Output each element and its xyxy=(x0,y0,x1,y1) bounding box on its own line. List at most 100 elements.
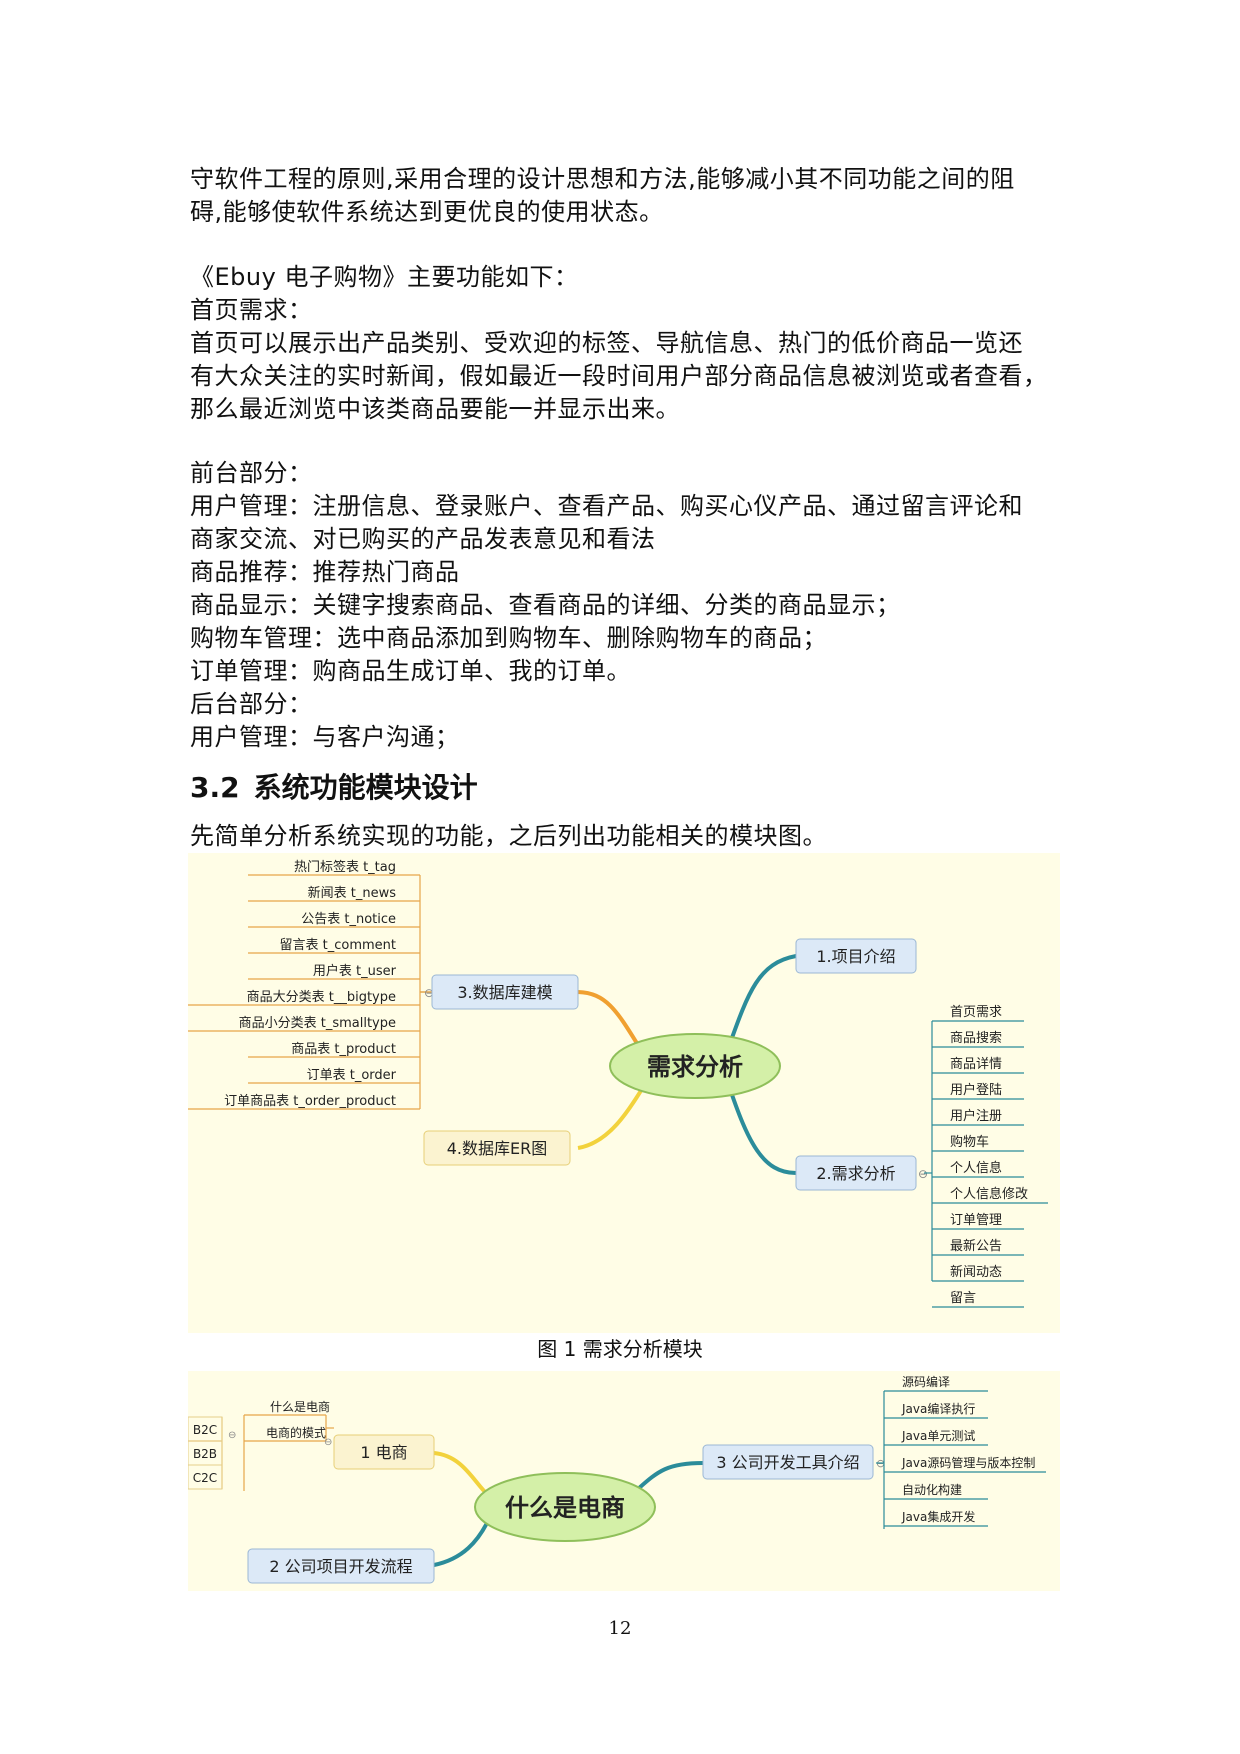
connector-intro xyxy=(726,954,797,1050)
db-table-label: 订单商品表 t_order_product xyxy=(224,1094,396,1109)
tool-item[interactable]: 自动化构建 xyxy=(884,1482,988,1500)
db-table-label: 用户表 t_user xyxy=(313,963,397,979)
requirement-label: 最新公告 xyxy=(950,1238,1002,1254)
mode-list: 什么是电商 电商的模式 ⊖ B2C B2B C2C ⊖ xyxy=(188,1399,334,1491)
text-line: 后台部分： xyxy=(190,690,313,718)
requirement-item[interactable]: 个人信息修改 xyxy=(932,1186,1048,1204)
tool-label: 自动化构建 xyxy=(902,1482,962,1497)
paragraph-intro: 守软件工程的原则,采用合理的设计思想和方法,能够减小其不同功能之间的阻 碍,能够… xyxy=(190,163,1070,229)
requirement-item[interactable]: 个人信息 xyxy=(932,1160,1024,1178)
section-title: 系统功能模块设计 xyxy=(253,771,478,804)
collapse-icon: ⊖ xyxy=(918,1167,928,1181)
requirement-item[interactable]: 最新公告 xyxy=(932,1238,1024,1256)
tool-item[interactable]: Java源码管理与版本控制 xyxy=(884,1455,1046,1473)
text-line: 用户管理：与客户沟通； xyxy=(190,723,460,751)
mode-item[interactable]: B2B xyxy=(188,1440,223,1466)
branch-project-intro[interactable]: 1.项目介绍 xyxy=(795,938,917,974)
center-node-label: 什么是电商 xyxy=(505,1494,625,1522)
tool-label: Java单元测试 xyxy=(901,1428,975,1443)
requirement-item[interactable]: 用户注册 xyxy=(932,1108,1024,1126)
text-line: 商品推荐：推荐热门商品 xyxy=(190,558,460,586)
text-line: 前台部分： xyxy=(190,459,313,487)
text-line: 先简单分析系统实现的功能，之后列出功能相关的模块图。 xyxy=(190,822,827,850)
db-table-item: 用户表 t_user xyxy=(248,963,420,980)
center-node[interactable]: 什么是电商 xyxy=(474,1472,656,1542)
mindmap-2-svg: 什么是电商 电商的模式 ⊖ B2C B2B C2C ⊖ 1 电商 2 公司项目开… xyxy=(188,1374,1046,1584)
requirement-item[interactable]: 用户登陆 xyxy=(932,1082,1024,1100)
mindmap-figure-2: 什么是电商 电商的模式 ⊖ B2C B2B C2C ⊖ 1 电商 2 公司项目开… xyxy=(188,1371,1060,1591)
collapse-icon: ⊖ xyxy=(228,1430,236,1441)
requirement-label: 个人信息 xyxy=(950,1160,1002,1176)
branch-label: 1.项目介绍 xyxy=(816,947,895,966)
requirement-label: 商品搜索 xyxy=(950,1031,1002,1046)
mode-label: C2C xyxy=(193,1471,217,1485)
figure-caption: 图 1 需求分析模块 xyxy=(537,1337,703,1361)
connector-req xyxy=(726,1082,797,1175)
tool-label: 源码编译 xyxy=(902,1374,950,1389)
branch-label: 2.需求分析 xyxy=(816,1164,895,1183)
db-table-label: 商品大分类表 t__bigtype xyxy=(247,990,396,1005)
db-table-label: 热门标签表 t_tag xyxy=(294,859,396,875)
center-node[interactable]: 需求分析 xyxy=(609,1033,781,1099)
db-table-item: 订单表 t_order xyxy=(248,1068,420,1084)
branch-dev-process[interactable]: 2 公司项目开发流程 xyxy=(247,1548,435,1584)
branch-requirements[interactable]: 2.需求分析 xyxy=(795,1155,917,1191)
text-line: 首页需求： xyxy=(190,296,313,324)
connector-ecom xyxy=(433,1451,490,1497)
tool-label: Java集成开发 xyxy=(901,1509,975,1524)
tool-label: Java编译执行 xyxy=(901,1401,975,1416)
db-table-item: 订单商品表 t_order_product xyxy=(188,1094,420,1110)
db-table-item: 商品大分类表 t__bigtype xyxy=(188,990,420,1006)
db-table-item: 商品表 t_product xyxy=(248,1042,420,1058)
text-line: 守软件工程的原则,采用合理的设计思想和方法,能够减小其不同功能之间的阻 xyxy=(190,165,1015,193)
mindmap-1-svg: 热门标签表 t_tag 新闻表 t_news 公告表 t_notice 留言表 … xyxy=(188,859,1048,1308)
db-table-label: 商品小分类表 t_smalltype xyxy=(239,1016,396,1031)
text-line: 购物车管理：选中商品添加到购物车、删除购物车的商品； xyxy=(190,624,827,652)
text-line: 《Ebuy 电子购物》主要功能如下： xyxy=(190,263,579,291)
mode-item[interactable]: C2C xyxy=(188,1464,223,1490)
text-line: 订单管理：购商品生成订单、我的订单。 xyxy=(190,657,631,685)
db-table-item: 新闻表 t_news xyxy=(248,885,420,902)
branch-ecommerce[interactable]: 1 电商 xyxy=(333,1434,435,1470)
mode-label: B2B xyxy=(193,1447,217,1461)
text-line: 有大众关注的实时新闻，假如最近一段时间用户部分商品信息被浏览或者查看， xyxy=(190,362,1048,390)
center-node-label: 需求分析 xyxy=(647,1053,743,1081)
sub-label-what: 什么是电商 xyxy=(270,1399,330,1414)
requirement-label: 购物车 xyxy=(950,1134,989,1150)
db-table-list: 热门标签表 t_tag 新闻表 t_news 公告表 t_notice 留言表 … xyxy=(188,859,421,1110)
requirement-label: 用户注册 xyxy=(950,1108,1002,1124)
requirement-item[interactable]: 商品搜索 xyxy=(932,1031,1024,1048)
tool-item[interactable]: Java单元测试 xyxy=(884,1428,988,1446)
tool-label: Java源码管理与版本控制 xyxy=(901,1455,1035,1470)
tool-item[interactable]: 源码编译 xyxy=(884,1374,988,1392)
tool-item[interactable]: Java集成开发 xyxy=(884,1509,988,1527)
text-line: 商品显示：关键字搜索商品、查看商品的详细、分类的商品显示； xyxy=(190,591,901,619)
branch-label: 3 公司开发工具介绍 xyxy=(716,1453,859,1472)
requirement-item[interactable]: 新闻动态 xyxy=(932,1264,1024,1282)
requirement-label: 新闻动态 xyxy=(950,1264,1002,1280)
requirement-label: 用户登陆 xyxy=(950,1082,1002,1098)
branch-dev-tools[interactable]: 3 公司开发工具介绍 xyxy=(702,1444,874,1480)
requirement-item[interactable]: 购物车 xyxy=(932,1134,1024,1152)
mindmap-figure-1: 热门标签表 t_tag 新闻表 t_news 公告表 t_notice 留言表 … xyxy=(188,853,1060,1333)
requirement-item[interactable]: 商品详情 xyxy=(932,1057,1024,1074)
requirement-list: 首页需求 商品搜索 商品详情 用户登陆 用户注册 购物车 个人信息 个人信息修改… xyxy=(924,1005,1048,1308)
tools-list: 源码编译 Java编译执行 Java单元测试 Java源码管理与版本控制 自动化… xyxy=(876,1374,1046,1529)
db-table-item: 留言表 t_comment xyxy=(248,938,420,954)
page-number: 12 xyxy=(608,1618,632,1639)
branch-er-diagram[interactable]: 4.数据库ER图 xyxy=(423,1130,571,1166)
db-table-item: 商品小分类表 t_smalltype xyxy=(188,1016,420,1032)
collapse-icon: ⊖ xyxy=(424,986,434,1000)
mode-label: B2C xyxy=(193,1423,217,1437)
mode-item[interactable]: B2C xyxy=(188,1416,223,1442)
requirement-item[interactable]: 首页需求 xyxy=(932,1005,1024,1022)
branch-label: 4.数据库ER图 xyxy=(447,1139,548,1158)
collapse-icon: ⊖ xyxy=(324,1437,332,1448)
requirement-label: 个人信息修改 xyxy=(950,1186,1028,1202)
tool-item[interactable]: Java编译执行 xyxy=(884,1401,988,1419)
paragraph-modules: 前台部分： 用户管理：注册信息、登录账户、查看产品、购买心仪产品、通过留言评论和… xyxy=(190,457,1070,754)
requirement-item[interactable]: 留言 xyxy=(932,1291,1024,1308)
requirement-item[interactable]: 订单管理 xyxy=(932,1213,1024,1230)
branch-db-modeling[interactable]: 3.数据库建模 xyxy=(431,974,579,1010)
